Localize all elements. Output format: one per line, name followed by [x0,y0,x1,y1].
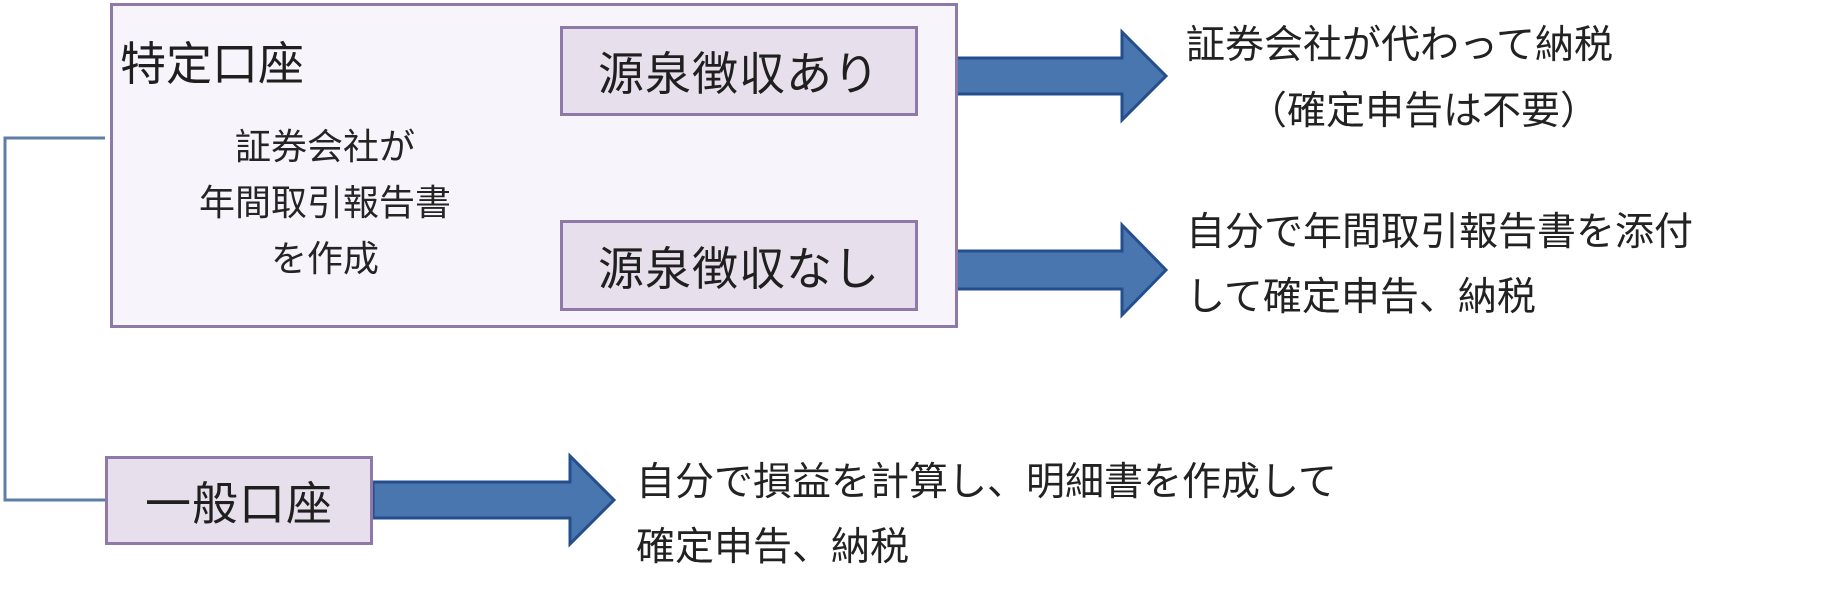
arrow-withholding-no-shape [924,221,1169,319]
withholding-no-result-line-1: 自分で年間取引報告書を添付 [1186,210,1694,255]
special-account-note-line-2: 年間取引報告書 [198,183,451,224]
withholding-yes-box: 源泉徴収あり [560,26,918,116]
general-account-result-line-1: 自分で損益を計算し、明細書を作成して [636,460,1337,505]
left-branch-connector [3,136,105,502]
general-account-result-line-2: 確定申告、納税 [636,525,910,570]
withholding-yes-label: 源泉徴収あり [598,47,880,101]
arrow-withholding-yes [925,28,1169,124]
withholding-no-result-line-2: して確定申告、納税 [1186,275,1536,320]
withholding-no-label: 源泉徴収なし [598,241,880,296]
withholding-yes-result-line-1: 証券会社が代わって納税 [1186,23,1614,68]
withholding-yes-result-line-2: （確定申告は不要） [1248,89,1600,134]
special-account-note-line-1: 証券会社が [234,127,415,168]
left-branch-line [3,136,105,502]
arrow-withholding-yes-shape [925,28,1169,124]
general-account-label: 一般口座 [145,476,333,531]
withholding-no-box: 源泉徴収なし [560,220,918,311]
arrow-withholding-no [924,221,1169,319]
special-account-note-line-3: を作成 [270,239,379,280]
general-account-box: 一般口座 [105,456,373,545]
arrow-general-account [371,452,617,548]
arrow-general-account-shape [371,452,617,548]
special-account-title: 特定口座 [120,37,304,91]
special-account-note: 証券会社が 年間取引報告書 を作成 [160,120,490,288]
